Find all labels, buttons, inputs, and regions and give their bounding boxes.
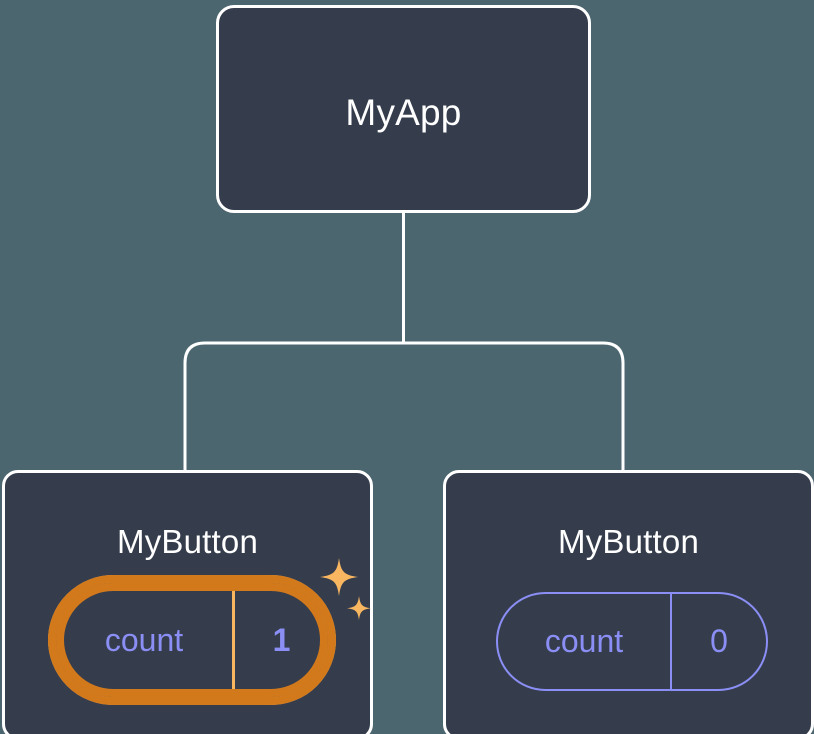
component-node-title: MyButton xyxy=(117,523,258,560)
state-pill[interactable]: count 0 xyxy=(496,592,768,691)
component-node-title: MyApp xyxy=(345,92,462,133)
state-pill-value: 0 xyxy=(710,623,728,659)
edge-bracket xyxy=(183,341,625,470)
component-node-mybutton-right[interactable]: MyButton count 0 xyxy=(443,470,814,734)
component-node-title: MyButton xyxy=(558,523,699,560)
state-pill-divider xyxy=(232,583,235,697)
component-node-root[interactable]: MyApp xyxy=(216,5,591,213)
state-pill-value: 1 xyxy=(272,621,291,658)
state-pill-key: count xyxy=(104,621,184,658)
state-pill-divider xyxy=(670,594,672,689)
state-pill-key: count xyxy=(544,623,624,659)
state-pill-highlighted[interactable]: count 1 xyxy=(48,575,336,705)
component-node-mybutton-left[interactable]: MyButton count 1 xyxy=(2,470,373,734)
